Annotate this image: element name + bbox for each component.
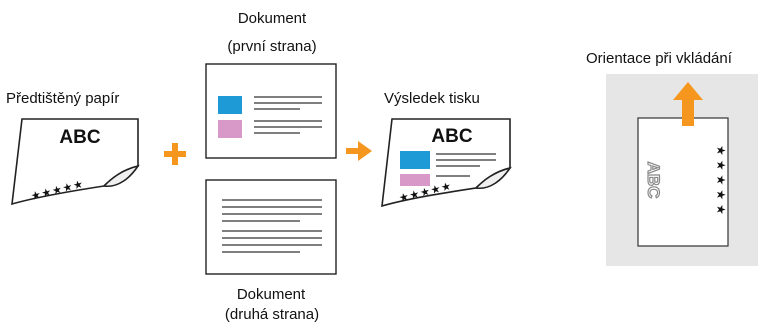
orientation-panel: ABC ★★★★★ [606, 74, 758, 266]
orientation-label: Orientace při vkládání [586, 50, 732, 67]
result-abc-text: ABC [431, 126, 472, 147]
document-first-page [205, 63, 337, 159]
arrow-right-icon [346, 141, 372, 161]
doc-first-subtitle: (první strana) [227, 38, 317, 55]
preprinted-paper: ABC ★★★★★ [11, 118, 140, 206]
doc-second-title: Dokument [236, 286, 306, 303]
doc-second-subtitle: (druhá strana) [224, 306, 320, 323]
print-result-label: Výsledek tisku [384, 90, 480, 107]
preprinted-abc-text: ABC [59, 127, 100, 148]
preprinted-paper-label: Předtištěný papír [6, 90, 120, 107]
plus-icon [164, 143, 186, 165]
doc-first-title: Dokument [237, 10, 307, 27]
orientation-abc-text: ABC [644, 162, 663, 199]
document-second-page [205, 179, 337, 275]
print-result-paper: ABC ★★★★★ [381, 118, 512, 208]
orientation-stars: ★★★★★ [714, 145, 728, 219]
